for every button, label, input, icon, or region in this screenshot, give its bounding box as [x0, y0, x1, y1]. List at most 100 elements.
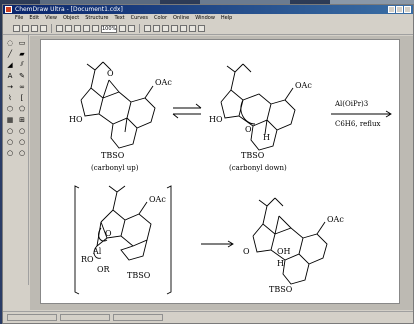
label-ho: HO: [209, 115, 223, 124]
open-icon[interactable]: [22, 25, 29, 32]
circle-ring-icon[interactable]: ○: [18, 148, 26, 157]
label-or: OR: [97, 265, 111, 274]
hash-bond-icon[interactable]: ⫽: [20, 60, 24, 68]
caption-carbonyl-up: (carbonyl up): [91, 164, 139, 172]
molecule-carbonyl-up[interactable]: OAc O HO TBSO (carbonyl up): [69, 61, 172, 172]
flip-icon[interactable]: [189, 25, 196, 32]
menu-help[interactable]: Help: [220, 15, 233, 21]
label-o: O: [105, 229, 112, 238]
menu-text[interactable]: Text: [114, 15, 125, 21]
table-icon[interactable]: ⊞: [19, 115, 25, 124]
label-tbso: TBSO: [101, 151, 125, 160]
menu-file[interactable]: File: [15, 15, 24, 21]
label-o: O: [243, 247, 250, 256]
circle-ring-icon[interactable]: ○: [18, 137, 26, 146]
label-oac: OAc: [295, 81, 312, 90]
label-carbonyl-o: O: [107, 69, 114, 78]
menu-view[interactable]: View: [45, 15, 57, 21]
reagent-line-1: Al(OiPr)3: [334, 100, 368, 108]
reagent-line-2: C6H6, reflux: [335, 120, 380, 128]
status-panel: [7, 314, 57, 321]
label-oac: OAc: [327, 215, 344, 224]
label-ro: RO: [81, 255, 94, 264]
maximize-button[interactable]: [396, 6, 403, 13]
copy-icon[interactable]: [65, 25, 72, 32]
chemdraw-window: ChemDraw Ultra - [Document1.cdx] File Ed…: [2, 4, 414, 324]
zoom-field[interactable]: 100%: [101, 24, 117, 33]
status-bar: [3, 311, 413, 323]
document-page[interactable]: OAc O HO TBSO (carbonyl up): [40, 39, 400, 304]
molecule-product[interactable]: OAc O OH H TBSO: [243, 197, 344, 294]
ring-icon[interactable]: ⬠: [18, 104, 26, 113]
bracket-icon[interactable]: [: [20, 93, 24, 102]
toolbar-separator: [139, 24, 140, 33]
status-panel: [60, 314, 110, 321]
caption-carbonyl-down: (carbonyl down): [229, 164, 287, 172]
menu-object[interactable]: Object: [62, 15, 80, 21]
circle-ring-icon[interactable]: ○: [6, 148, 14, 157]
main-toolbar: 100%: [3, 23, 413, 35]
reaction-arrow-reagent: Al(OiPr)3 C6H6, reflux: [331, 100, 392, 128]
menu-window[interactable]: Window: [195, 15, 215, 21]
arrow-icon[interactable]: →: [7, 82, 13, 91]
lasso-icon[interactable]: ◌: [6, 38, 14, 47]
minimize-button[interactable]: [388, 6, 395, 13]
wedge-icon[interactable]: ◢: [7, 60, 13, 69]
menu-bar: File Edit View Object Structure Text Cur…: [3, 14, 413, 23]
label-ho: HO: [69, 115, 83, 124]
eraser-icon[interactable]: ▰: [19, 49, 25, 58]
app-icon: [5, 6, 12, 13]
zoom-in-icon[interactable]: [119, 25, 126, 32]
menu-structure[interactable]: Structure: [85, 15, 109, 21]
circle-ring-icon[interactable]: ○: [18, 126, 26, 135]
window-title: ChemDraw Ultra - [Document1.cdx]: [15, 6, 123, 13]
new-document-icon[interactable]: [13, 25, 20, 32]
marquee-icon[interactable]: ▭: [18, 38, 26, 47]
menu-edit[interactable]: Edit: [29, 15, 40, 21]
bond-icon[interactable]: ╱: [7, 49, 13, 58]
menu-online[interactable]: Online: [173, 15, 190, 21]
undo-icon[interactable]: [83, 25, 90, 32]
print-icon[interactable]: [40, 25, 47, 32]
pen-icon[interactable]: ✎: [19, 71, 25, 80]
save-icon[interactable]: [31, 25, 38, 32]
label-carbonyl-o: O: [245, 125, 252, 134]
equilibrium-arrow: [172, 103, 202, 119]
tool-palette: ◌ ▭ ╱ ▰ ◢ ⫽ A ✎ → ∞ ⌇ [ ⬡ ⬠ ▦ ⊞ ○ ○ ○ ○ …: [3, 35, 29, 285]
menu-color[interactable]: Color: [153, 15, 168, 21]
status-panel: [113, 314, 163, 321]
cut-icon[interactable]: [56, 25, 63, 32]
drawing-canvas[interactable]: OAc O HO TBSO (carbonyl up): [30, 36, 413, 310]
send-back-icon[interactable]: [180, 25, 187, 32]
paste-icon[interactable]: [74, 25, 81, 32]
text-icon[interactable]: A: [7, 71, 13, 80]
group-icon[interactable]: [153, 25, 160, 32]
label-oh: OH: [277, 247, 291, 256]
molecule-carbonyl-down[interactable]: OAc O HO H TBSO (carbonyl down): [209, 63, 312, 172]
zoom-out-icon[interactable]: [128, 25, 135, 32]
orbital-icon[interactable]: ∞: [19, 82, 25, 91]
benzene-icon[interactable]: ⬡: [6, 104, 14, 113]
circle-ring-icon[interactable]: ○: [6, 126, 14, 135]
transition-state[interactable]: OAc RO Al OR O TBSO: [74, 185, 172, 295]
align-icon[interactable]: [144, 25, 151, 32]
close-button[interactable]: [404, 6, 411, 13]
redo-icon[interactable]: [92, 25, 99, 32]
circle-ring-icon[interactable]: ○: [6, 137, 14, 146]
template-icon[interactable]: ▦: [6, 115, 14, 124]
rotate-icon[interactable]: [198, 25, 205, 32]
chain-icon[interactable]: ⌇: [8, 93, 12, 102]
label-al: Al: [92, 247, 102, 256]
label-tbso: TBSO: [269, 285, 293, 294]
toolbar-separator: [51, 24, 52, 33]
label-h: H: [263, 133, 270, 142]
label-oac: OAc: [155, 78, 172, 87]
label-h: H: [277, 259, 284, 268]
reaction-scheme[interactable]: OAc O HO TBSO (carbonyl up): [41, 40, 400, 304]
bring-front-icon[interactable]: [171, 25, 178, 32]
title-bar[interactable]: ChemDraw Ultra - [Document1.cdx]: [3, 5, 413, 14]
ungroup-icon[interactable]: [162, 25, 169, 32]
label-tbso: TBSO: [241, 151, 265, 160]
label-oac: OAc: [149, 195, 166, 204]
menu-curves[interactable]: Curves: [130, 15, 148, 21]
